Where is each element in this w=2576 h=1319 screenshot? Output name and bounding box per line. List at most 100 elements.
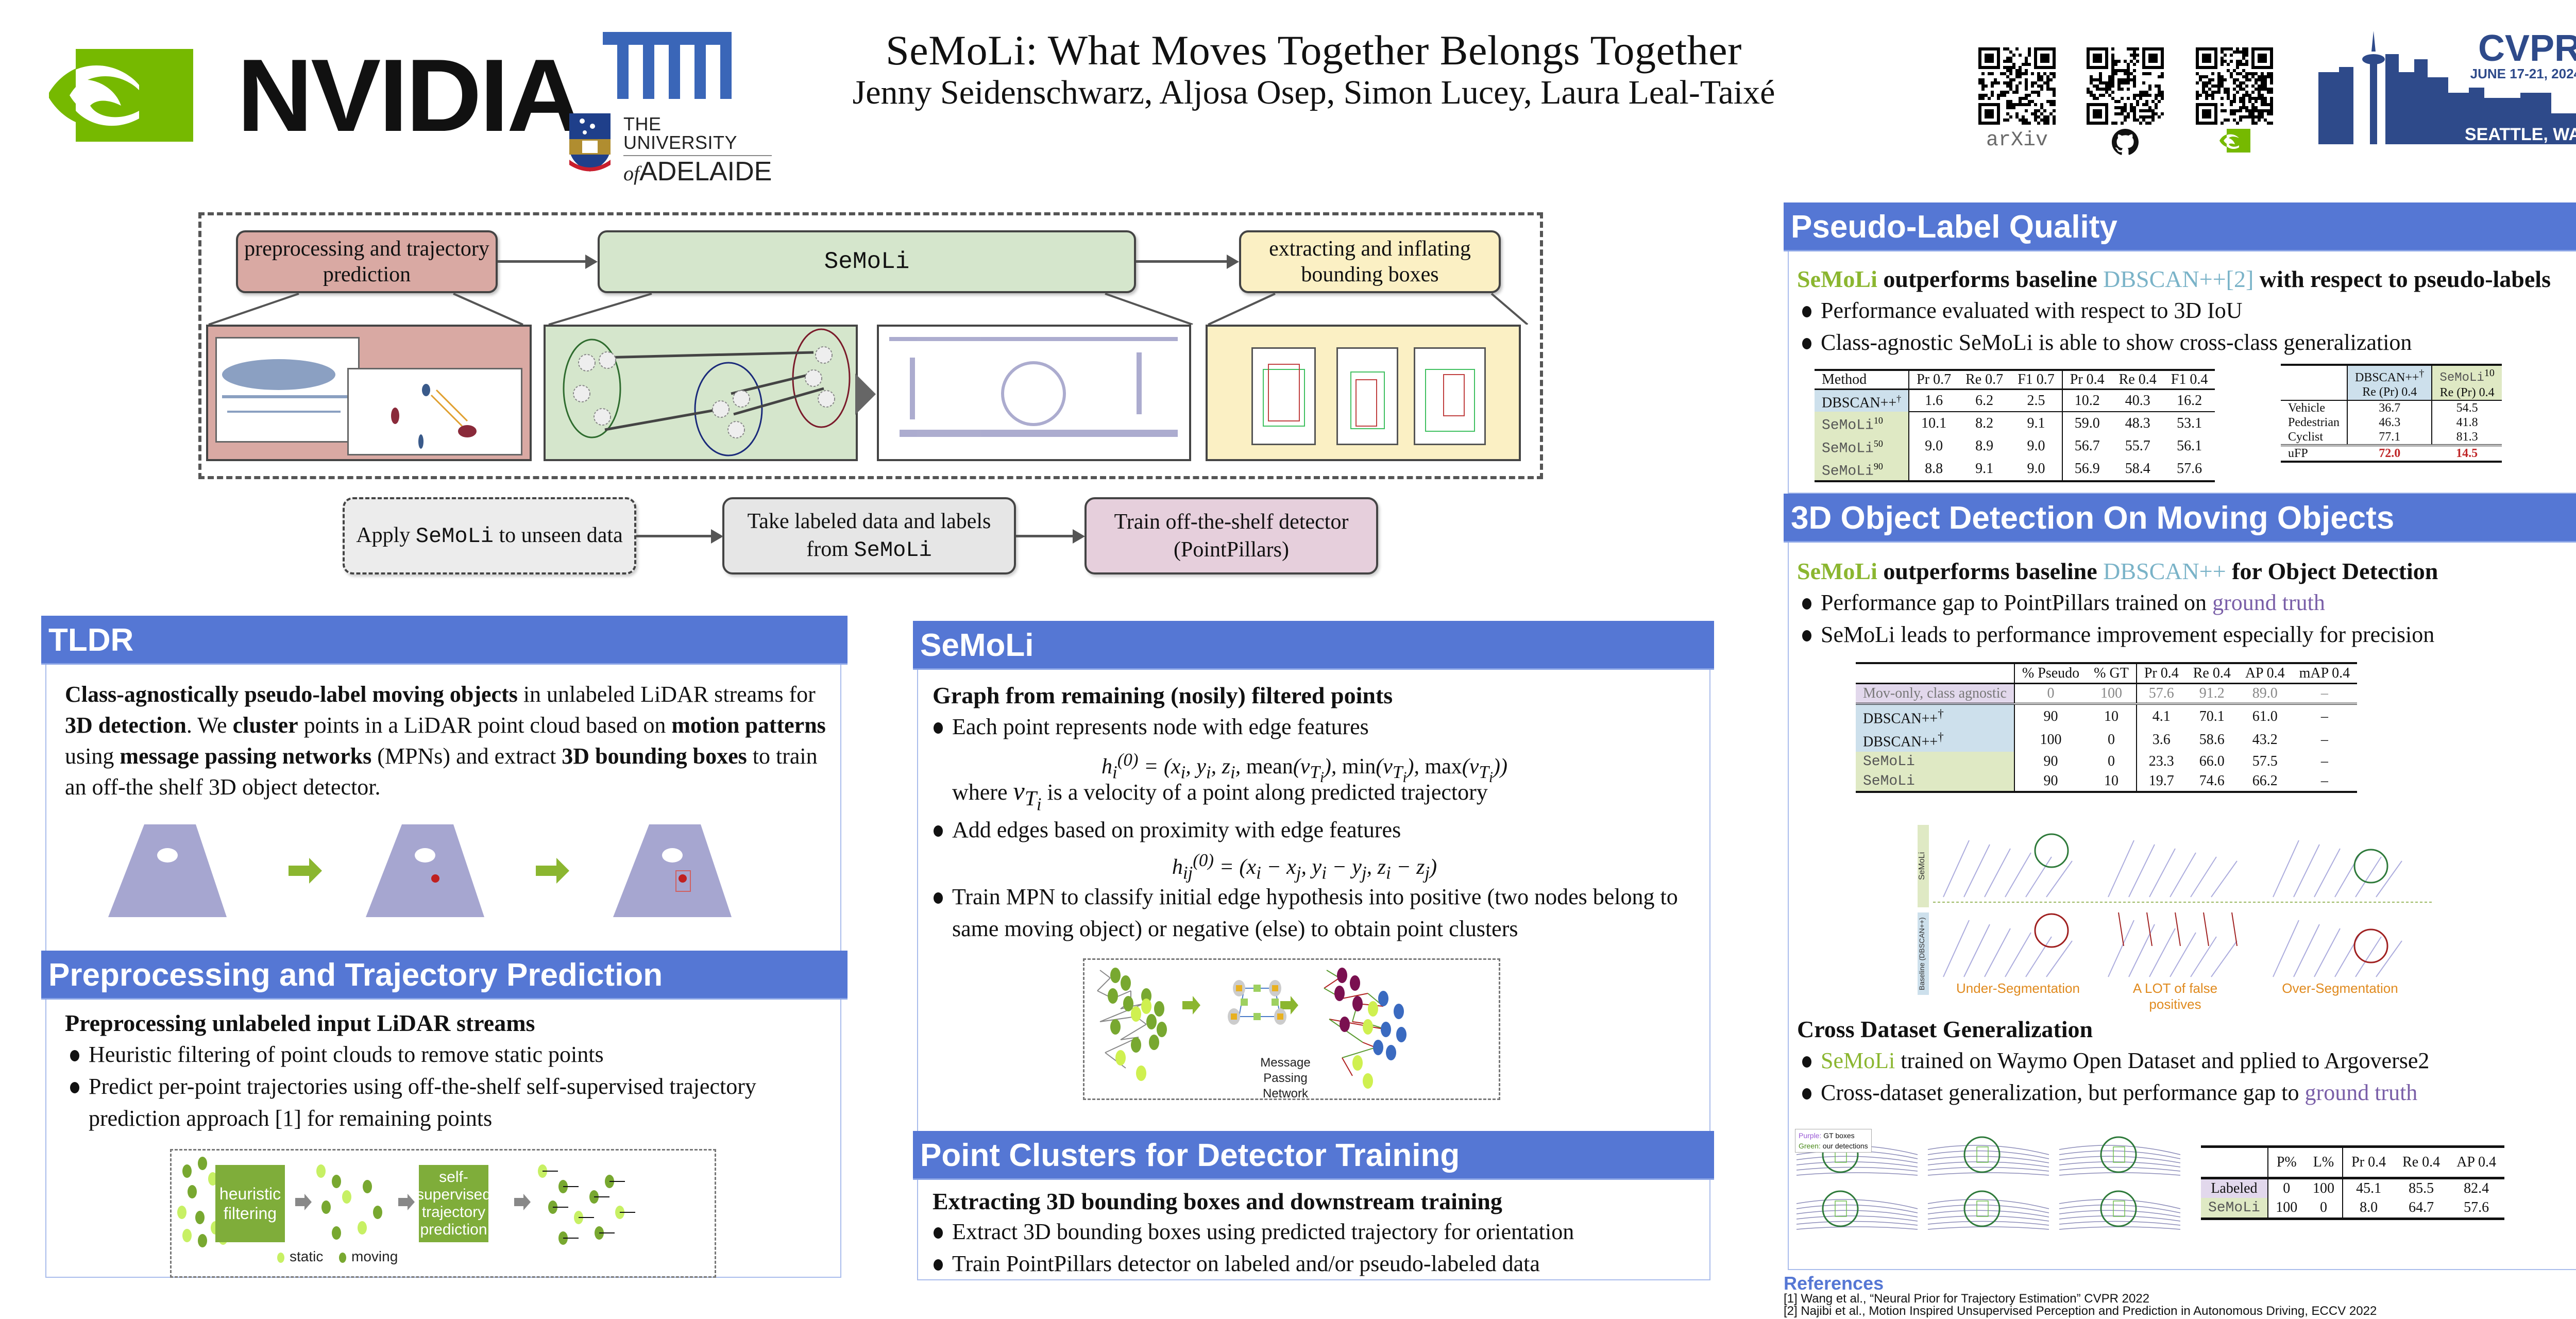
lidar-scanline — [2149, 848, 2176, 898]
column-header: L% — [2304, 1146, 2343, 1179]
box-example-image — [1251, 347, 1316, 445]
lidar-scanline — [1796, 1156, 1918, 1163]
method-cell: SeMoLi10 — [1815, 412, 1909, 435]
method-cell: Labeled — [2201, 1178, 2268, 1198]
qr-code-nvidia[interactable] — [2196, 47, 2273, 125]
method-cell: SeMoLi — [2201, 1198, 2268, 1219]
detection-highlight-circle — [2100, 1136, 2137, 1173]
value-cell: 0 — [2013, 683, 2087, 705]
adelaide-crest-icon — [569, 113, 611, 172]
correct-highlight-circle — [2034, 833, 2069, 868]
value-cell: 82.4 — [2464, 1180, 2489, 1196]
value-cell: 58.4 — [2125, 461, 2150, 477]
graph-node — [1154, 1001, 1164, 1017]
column-header: F1 0.7 — [2010, 370, 2062, 390]
graph-edge — [1097, 977, 1111, 991]
lidar-scanline — [1927, 1226, 2049, 1230]
semoli-section: Graph from remaining (nosily) filtered p… — [917, 670, 1710, 1136]
value-cell: 64.7 — [2409, 1199, 2434, 1215]
method-cell: DBSCAN++† — [1815, 389, 1909, 412]
column-header: % Pseudo — [2013, 663, 2087, 684]
graph-node — [1352, 996, 1363, 1011]
column-header: Pr 0.4 — [2342, 1146, 2395, 1179]
bounding-box-panel — [1206, 325, 1521, 461]
lidar-scanline — [1796, 1172, 1918, 1176]
column-header: AP 0.4 — [2448, 1146, 2504, 1179]
graph-node — [1110, 1019, 1121, 1035]
graph-node — [1108, 988, 1118, 1004]
mpn-edge-feature — [1272, 999, 1279, 1006]
graph-edge — [1120, 1024, 1147, 1040]
references-heading: References — [1784, 1273, 1884, 1294]
qr-code-github[interactable] — [2087, 47, 2164, 125]
nvidia-eye-icon — [49, 49, 193, 142]
arrow-head-icon — [585, 255, 598, 269]
value-cell: 9.0 — [1908, 434, 1959, 458]
column-header — [1856, 663, 2014, 684]
reference-2: [2] Najibi et al., Motion Inspired Unsup… — [1784, 1304, 2377, 1318]
false-positive-arrow — [2203, 912, 2209, 946]
arrow-right-icon — [295, 1194, 312, 1210]
graph-edge — [1342, 993, 1368, 999]
value-cell: 66.2 — [2252, 772, 2278, 789]
graph-node — [1334, 986, 1345, 1001]
graph-node — [1394, 1004, 1404, 1019]
qr-code-arxiv[interactable] — [1978, 47, 2056, 125]
bullet-item: Train MPN to classify initial edge hypot… — [928, 881, 1701, 945]
point-clusters-bullets: Extract 3D bounding boxes using predicte… — [928, 1216, 1691, 1280]
lidar-scanline — [1943, 840, 1970, 898]
tldr-emphasis: motion patterns — [671, 713, 826, 738]
value-cell: 19.7 — [2136, 771, 2186, 792]
detection-box — [1835, 1200, 1847, 1217]
value-cell: 10.2 — [2061, 389, 2112, 413]
segmentation-comparison-figure: SeMoLi Baseline (DBSCAN++) Under-Segment… — [1918, 825, 2433, 1012]
bullet-item: Performance evaluated with respect to 3D… — [1797, 295, 2560, 327]
arrow-head-icon — [711, 529, 723, 544]
graph-edge — [1105, 1052, 1126, 1069]
column-header: Re 0.4 — [2185, 663, 2238, 684]
value-cell: – — [2320, 772, 2328, 789]
value-cell: 74.6 — [2199, 772, 2225, 789]
column-header: Pr 0.4 — [2061, 370, 2112, 390]
semoli-heading: SeMoLi — [913, 621, 1714, 670]
lidar-scanline — [2059, 1210, 2181, 1217]
bullet-item: Heuristic filtering of point clouds to r… — [65, 1039, 807, 1071]
value-cell: 10 — [2104, 772, 2119, 789]
value-cell: 90 — [2013, 704, 2087, 729]
train-detector-box: Train off-the-shelf detector (PointPilla… — [1084, 497, 1378, 574]
caption-under-segmentation: Under-Segmentation — [1956, 980, 2080, 996]
cvpr-name: CVPR — [2478, 31, 2576, 69]
bullet-item: Add edges based on proximity with edge f… — [928, 814, 1691, 846]
node-feature-equation: hi(0) = (xi, yi, zi, mean(vTi), min(vTi)… — [1101, 750, 1507, 786]
tldr-text-run: to train an off-the shelf 3D object dete… — [65, 743, 818, 800]
lidar-scanline — [1796, 1204, 1918, 1213]
value-cell: 66.0 — [2199, 753, 2225, 769]
tldr-text-run: points in a LiDAR point cloud based on — [298, 713, 672, 738]
point-dot — [195, 1211, 205, 1224]
green-arrow-icon — [289, 858, 569, 884]
lidar-scanline — [1927, 1172, 2049, 1176]
row-label-baseline: Baseline (DBSCAN++) — [1918, 912, 1929, 995]
preprocessing-section: Preprocessing unlabeled input LiDAR stre… — [45, 1000, 841, 1278]
graph-node — [1350, 975, 1360, 991]
graph-node — [1146, 1014, 1157, 1029]
mpn-node-feature — [1272, 985, 1278, 991]
lidar-scanline — [2059, 1204, 2181, 1213]
lidar-scanline — [2046, 940, 2073, 977]
semoli-bullets-2: Add edges based on proximity with edge f… — [928, 814, 1691, 846]
column-header: mAP 0.4 — [2292, 663, 2358, 684]
stage-semoli: SeMoLi — [598, 230, 1136, 293]
pseudo-label-section: SeMoLi outperforms baseline DBSCAN++[2] … — [1788, 251, 2576, 494]
graph-node — [1337, 968, 1347, 983]
value-cell: 36.7 — [2346, 400, 2432, 415]
value-cell: 89.0 — [2238, 683, 2292, 705]
graph-edge — [1342, 1047, 1376, 1058]
bullet-item: Each point represents node with edge fea… — [928, 711, 1691, 743]
arrow-connector — [498, 260, 585, 263]
graph-node — [1123, 996, 1133, 1011]
tldr-emphasis: cluster — [232, 713, 298, 738]
